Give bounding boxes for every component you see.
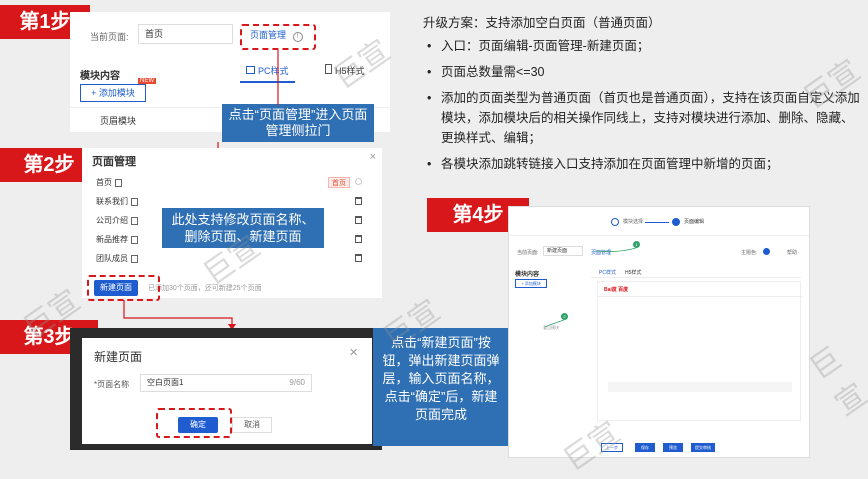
arrow-step2-to-step3 [123,300,233,326]
phone-icon [325,64,332,74]
disabled-icon [355,178,362,185]
step4-help[interactable]: 帮助 [787,250,798,256]
current-page-select[interactable]: 首页 [138,24,233,44]
callout-page-manage: 点击“页面管理”进入页面管理侧拉门 [222,104,374,142]
page-row[interactable]: 公司介绍 [90,212,372,229]
progress-step-2 [672,218,680,226]
trash-icon[interactable] [355,254,362,262]
page-name-label: *页面名称 [94,380,130,389]
plan-list: 入口：页面编辑-页面管理-新建页面； 页面总数量需<=30 添加的页面类型为普通… [427,36,863,180]
trash-icon[interactable] [355,235,362,243]
page-manage-drawer: 页面管理 × 首页 首页 联系我们 公司介绍 新品推荐 团队成员 新建页面 已添… [82,148,382,298]
header-module-item[interactable]: 页眉模块 [100,116,137,126]
page-manage-link[interactable]: 页面管理 ! [250,28,303,42]
marker-1: 1 [633,241,640,248]
module-content-title: 模块内容 [80,71,120,82]
tab-pc[interactable]: PC样式 [240,64,295,83]
new-page-highlight [87,275,160,301]
new-badge: NEW [138,78,156,84]
logo: Bai度 百度 [604,287,629,293]
plan-item: 页面总数量需<=30 [427,62,863,82]
step4-preview-button[interactable]: 预览 [663,443,683,452]
drawer-title: 页面管理 [92,156,136,168]
step4-editor-screenshot: 模块选择 页面编辑 当前页面: 新建页面 页面管理 主题色: 帮助 模块内容 +… [508,206,810,458]
current-page-label: 当前页面: [90,32,129,42]
page-count-hint: 已添加30个页面，还可新建25个页面 [148,285,262,292]
trash-icon[interactable] [355,197,362,205]
marker-2: 2 [561,313,568,320]
marker-lines [544,247,637,328]
monitor-icon [246,66,255,74]
char-counter: 9/60 [289,378,305,387]
step-2-label: 第2步 [0,148,98,182]
new-page-dialog: 新建页面 × *页面名称 空白页面1 9/60 确定 取消 [82,338,372,444]
preview-canvas: Bai度 百度 [597,281,802,421]
dialog-title: 新建页面 [94,350,143,364]
plan-item: 各模块添加跳转链接入口支持添加在页面管理中新增的页面； [427,154,863,174]
plan-item: 入口：页面编辑-页面管理-新建页面； [427,36,863,56]
home-tag: 首页 [328,177,350,188]
page-list: 首页 首页 联系我们 公司介绍 新品推荐 团队成员 [90,174,372,268]
step4-manage-link[interactable]: 页面管理 [591,250,612,256]
tab-pc[interactable]: PC样式 [599,270,616,276]
page-row[interactable]: 首页 首页 [90,174,372,191]
step4-prev-button[interactable]: 上一步 [601,443,623,452]
page-manage-highlight [240,24,316,50]
edit-icon[interactable] [115,178,122,187]
info-icon: ! [292,32,303,42]
page-row[interactable]: 团队成员 [90,250,372,267]
progress-step-1 [611,218,619,226]
edit-icon[interactable] [131,254,138,263]
step4-submit-button[interactable]: 提交审核 [691,443,715,452]
tab-h5[interactable]: H5样式 [625,270,642,276]
edit-icon[interactable] [131,197,138,206]
edit-icon[interactable] [131,235,138,244]
close-icon[interactable]: × [349,344,358,361]
step4-page-select[interactable]: 新建页面 [543,246,583,256]
callout-new-page: 点击“新建页面”按钮，弹出新建页面弹层，输入页面名称，点击“确定”后，新建页面完… [373,328,509,446]
plan-item: 添加的页面类型为普通页面（首页也是普通页面），支持在该页面自定义添加模块，添加模… [427,88,863,148]
new-page-button[interactable]: 新建页面 [94,280,138,296]
page-row[interactable]: 新品推荐 [90,231,372,248]
tab-h5[interactable]: H5样式 [325,64,365,77]
page-row[interactable]: 联系我们 [90,193,372,210]
plan-heading: 升级方案：支持添加空白页面（普通页面） [423,16,661,30]
page-name-input[interactable]: 空白页面1 9/60 [140,374,312,392]
confirm-highlight [156,408,232,438]
close-icon[interactable]: × [369,151,376,163]
current-page-value: 首页 [145,29,164,39]
callout-edit-pages: 此处支持修改页面名称、删除页面、新建页面 [162,208,324,248]
edit-icon[interactable] [131,216,138,225]
trash-icon[interactable] [355,216,362,224]
step4-save-button[interactable]: 保存 [635,443,655,452]
step4-add-module[interactable]: + 添加模块 [515,279,547,288]
cancel-button[interactable]: 取消 [232,417,272,433]
confirm-button[interactable]: 确定 [178,417,218,433]
add-module-button[interactable]: + 添加模块 [80,84,146,102]
theme-color-swatch[interactable] [763,248,770,255]
